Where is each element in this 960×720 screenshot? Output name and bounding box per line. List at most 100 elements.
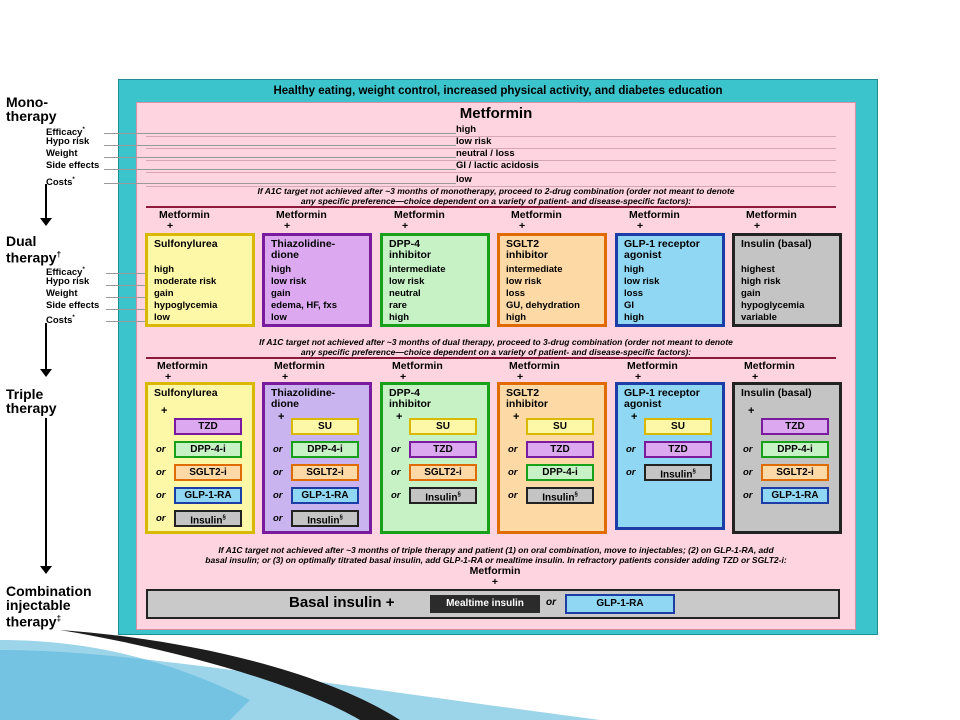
leader-line bbox=[106, 321, 146, 322]
dual-option-value: loss bbox=[624, 288, 644, 299]
attribute-label-efficacy: Efficacy* bbox=[46, 267, 85, 279]
attribute-label-hypo-risk: Hypo risk bbox=[46, 276, 90, 287]
dual-option-value: high risk bbox=[741, 276, 781, 287]
algorithm-panel bbox=[136, 102, 856, 630]
or-label: or bbox=[626, 467, 636, 478]
option-pill-dpp-4-i: DPP-4-i bbox=[291, 441, 359, 458]
or-label: or bbox=[273, 467, 283, 478]
row-rule bbox=[146, 160, 836, 161]
option-pill-insulin: Insulin§ bbox=[409, 487, 477, 504]
or-label: or bbox=[743, 467, 753, 478]
or-label: or bbox=[508, 490, 518, 501]
or-label: or bbox=[156, 490, 166, 501]
option-pill-dpp-4-i: DPP-4-i bbox=[761, 441, 829, 458]
note-after-dual-therapy: If A1C target not achieved after ~3 mont… bbox=[259, 337, 733, 357]
dual-option-value: high bbox=[506, 312, 527, 323]
dual-option-value: low risk bbox=[624, 276, 660, 287]
dual-option-value: GI bbox=[624, 300, 635, 311]
option-pill-glp-1-ra: GLP-1-RA bbox=[174, 487, 242, 504]
triple-option-title: Thiazolidine-dione bbox=[271, 387, 336, 410]
glp-1-ra-option: GLP-1-RA bbox=[565, 594, 675, 614]
dual-option-value: low bbox=[271, 312, 287, 323]
combo-metformin-label: Metformin+ bbox=[469, 565, 521, 588]
monotherapy-value: low bbox=[456, 174, 472, 185]
triple-column-metformin-label: Metformin+ bbox=[157, 360, 208, 383]
dual-option-value: variable bbox=[741, 312, 777, 323]
dual-option-value: intermediate bbox=[389, 264, 446, 275]
row-rule bbox=[146, 136, 836, 137]
triple-column-metformin-label: Metformin+ bbox=[744, 360, 795, 383]
attribute-label-weight: Weight bbox=[46, 148, 78, 159]
leader-line bbox=[106, 297, 146, 298]
dual-option-value: hypoglycemia bbox=[154, 300, 218, 311]
dual-option-value: edema, HF, fxs bbox=[271, 300, 337, 311]
option-pill-su: SU bbox=[644, 418, 712, 435]
dual-option-value: gain bbox=[154, 288, 174, 299]
or-label: or bbox=[273, 490, 283, 501]
arrow-head-icon bbox=[40, 369, 52, 377]
dual-option-value: rare bbox=[389, 300, 407, 311]
attribute-label-side-effects: Side effects bbox=[46, 160, 100, 171]
plus-label: + bbox=[631, 411, 638, 423]
triple-column-metformin-label: Metformin+ bbox=[392, 360, 443, 383]
or-label: or bbox=[546, 597, 556, 608]
dual-column-metformin-label: Metformin+ bbox=[159, 209, 210, 232]
dual-option-value: high bbox=[271, 264, 292, 275]
or-label: or bbox=[273, 444, 283, 455]
note-after-monotherapy: If A1C target not achieved after ~3 mont… bbox=[257, 186, 735, 206]
decorative-swoosh bbox=[0, 630, 600, 720]
arrow-head-icon bbox=[40, 218, 52, 226]
plus-label: + bbox=[396, 411, 403, 423]
or-label: or bbox=[391, 444, 401, 455]
triple-column-metformin-label: Metformin+ bbox=[274, 360, 325, 383]
mono-therapy-label: Mono-therapy bbox=[6, 94, 57, 124]
monotherapy-metformin-title: Metformin bbox=[459, 105, 533, 122]
option-pill-tzd: TZD bbox=[526, 441, 594, 458]
dual-option-value: intermediate bbox=[506, 264, 563, 275]
dual-option-value: highest bbox=[741, 264, 775, 275]
basal-insulin-label: Basal insulin + bbox=[289, 594, 395, 611]
option-pill-dpp-4-i: DPP-4-i bbox=[174, 441, 242, 458]
or-label: or bbox=[273, 513, 283, 524]
row-rule bbox=[146, 172, 836, 173]
dual-option-value: high bbox=[389, 312, 410, 323]
monotherapy-value: high bbox=[456, 124, 477, 135]
or-label: or bbox=[156, 444, 166, 455]
option-pill-glp-1-ra: GLP-1-RA bbox=[291, 487, 359, 504]
or-label: or bbox=[743, 490, 753, 501]
option-pill-su: SU bbox=[291, 418, 359, 435]
dual-option-value: low bbox=[154, 312, 170, 323]
option-pill-su: SU bbox=[526, 418, 594, 435]
dual-option-title: Sulfonylurea bbox=[154, 238, 218, 250]
attribute-label-costs: Costs* bbox=[46, 177, 75, 189]
option-pill-sglt2-i: SGLT2-i bbox=[409, 464, 477, 481]
lifestyle-header: Healthy eating, weight control, increase… bbox=[273, 85, 723, 97]
leader-line bbox=[104, 183, 456, 184]
mealtime-insulin-option: Mealtime insulin bbox=[430, 595, 540, 613]
option-pill-tzd: TZD bbox=[174, 418, 242, 435]
leader-line bbox=[106, 273, 146, 274]
leader-line bbox=[106, 309, 146, 310]
option-pill-sglt2-i: SGLT2-i bbox=[761, 464, 829, 481]
section-divider bbox=[146, 206, 836, 208]
triple-column-metformin-label: Metformin+ bbox=[627, 360, 678, 383]
arrow-head-icon bbox=[40, 566, 52, 574]
triple-option-title: Insulin (basal) bbox=[741, 387, 812, 399]
plus-label: + bbox=[161, 405, 168, 417]
or-label: or bbox=[508, 467, 518, 478]
